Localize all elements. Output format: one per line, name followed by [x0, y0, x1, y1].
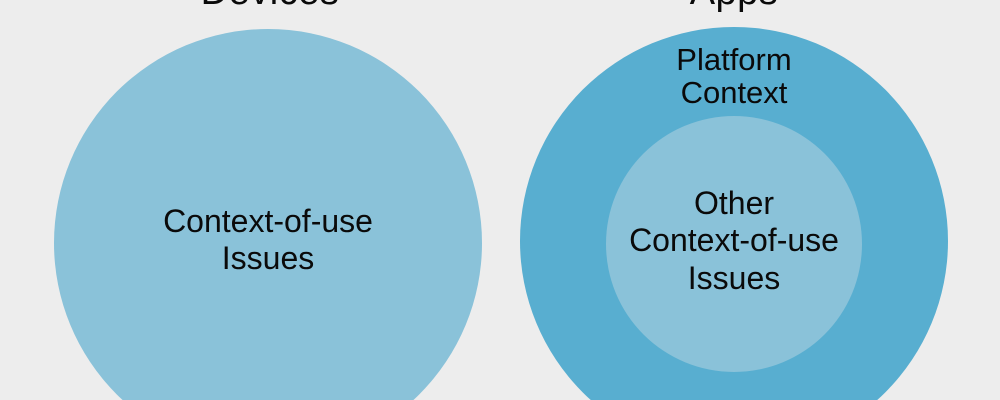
- devices-circle-label: Context-of-use Issues: [163, 202, 373, 276]
- devices-circle: Context-of-use Issues: [54, 29, 482, 400]
- devices-title: Devices: [201, 0, 340, 12]
- other-context-label: Other Context-of-use Issues: [629, 185, 839, 296]
- apps-inner-circle: Other Context-of-use Issues: [606, 116, 862, 372]
- apps-title: Apps: [690, 0, 779, 12]
- platform-context-label: Platform Context: [676, 42, 792, 110]
